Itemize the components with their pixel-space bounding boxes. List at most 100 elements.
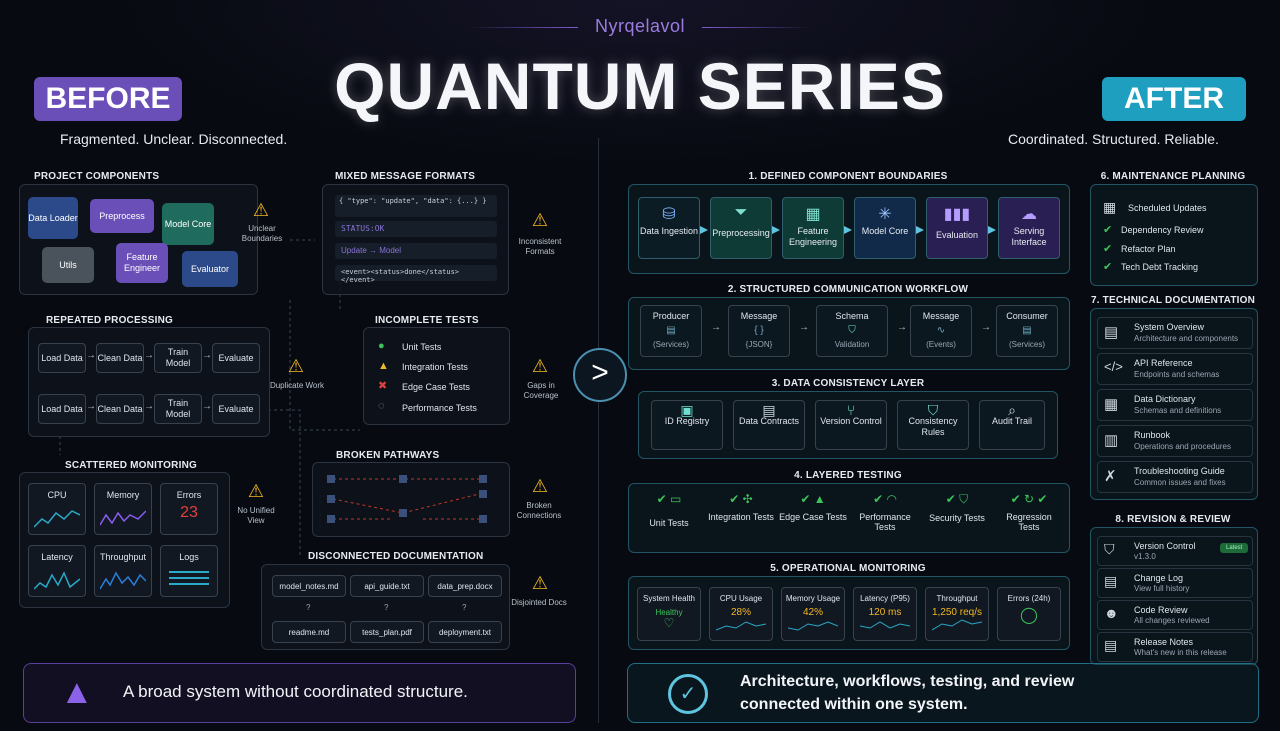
check-icon: ✔ (1103, 224, 1113, 236)
before-tag: BEFORE (34, 77, 182, 121)
tile-memory: Memory (94, 483, 152, 535)
workflow-label: Message (922, 311, 960, 321)
sparkline-icon (100, 571, 146, 590)
tests-panel: ● Unit Tests ▲ Integration Tests ✖ Edge … (363, 327, 510, 425)
piece-feature-engineer: Feature Engineer (116, 243, 168, 283)
refresh-icon: ✔ ↻ ✔ (1010, 492, 1048, 506)
review-title-text: Release Notes (1134, 637, 1194, 647)
tile-latency: Latency (28, 545, 86, 597)
component-evaluation: ▮▮▮ Evaluation (926, 197, 988, 259)
question-icon: ? (384, 603, 389, 612)
maintenance-title: 6. MAINTENANCE PLANNING (1100, 171, 1246, 182)
test-label: Security Tests (929, 513, 985, 523)
test-unit: Unit Tests (402, 342, 442, 352)
shield-check-icon: ⛉ (848, 325, 856, 336)
branch-icon: ⑂ (846, 402, 856, 418)
testing-title: 4. LAYERED TESTING (794, 470, 902, 481)
ops-label: CPU Usage (719, 594, 763, 603)
tests-title: INCOMPLETE TESTS (375, 315, 479, 326)
notes-icon: ▤ (1104, 637, 1118, 653)
warning-gaps: Gaps in Coverage (523, 381, 559, 400)
ops-label: Throughput (936, 594, 978, 603)
document-icon: ▤ (762, 402, 776, 418)
step-clean-data: Clean Data (96, 343, 144, 373)
file-tests-plan: tests_plan.pdf (350, 621, 424, 643)
next-arrow-button[interactable]: > (573, 348, 627, 402)
brand-name: Nyrqelavol (594, 16, 686, 36)
warning-icon: ⚠ (287, 356, 305, 376)
sparkline-icon (859, 621, 911, 629)
review-title-text: Change Log (1134, 573, 1184, 583)
doc-title: API Reference (1134, 358, 1193, 368)
before-footer-panel: ▲ A broad system without coordinated str… (23, 663, 576, 723)
component-label: Evaluation (935, 230, 979, 240)
mixed-formats-panel: { "type": "update", "data": {...} } STAT… (322, 184, 509, 295)
errors-value: 23 (180, 504, 198, 521)
after-footer-line1: Architecture, workflows, testing, and re… (740, 673, 1075, 690)
maint-refactor: Refactor Plan (1121, 244, 1176, 254)
workflow-label: Producer (652, 311, 690, 321)
latest-badge: Latest (1220, 543, 1249, 553)
warning-inconsistent-formats: Inconsistent Formats (518, 237, 562, 256)
consistency-panel: ▣ID Registry ▤Data Contracts ⑂Version Co… (638, 391, 1058, 459)
warning-icon: ⚠ (531, 476, 549, 496)
shield-icon: ✔ ⛉ (945, 492, 969, 506)
piece-data-loader: Data Loader (28, 197, 78, 239)
piece-evaluator: Evaluator (182, 251, 238, 287)
test-label: Regression Tests (1006, 512, 1052, 532)
tile-latency-label: Latency (41, 552, 73, 562)
step-evaluate: Evaluate (212, 343, 260, 373)
boundaries-arrows (700, 226, 996, 234)
network-icon: ✳ (878, 206, 892, 223)
component-label: Preprocessing (712, 228, 770, 238)
warning-icon: ⚠ (531, 356, 549, 376)
arrow-right-icon: → (144, 401, 154, 412)
workflow-sub: (Events) (926, 340, 956, 349)
step-evaluate-dup: Evaluate (212, 394, 260, 424)
warning-icon: ⚠ (247, 481, 265, 501)
doc-sub: Architecture and components (1134, 334, 1239, 343)
shield-icon: ⛉ (927, 402, 939, 418)
code-icon: </> (1104, 359, 1123, 374)
header-glow (0, 0, 1280, 200)
maint-dependency: Dependency Review (1121, 225, 1204, 235)
workflow-consumer: Consumer▤(Services) (996, 305, 1058, 357)
monitoring-panel: CPU Memory Errors 23 Latency Throughput … (19, 472, 230, 608)
project-components-title: PROJECT COMPONENTS (34, 171, 160, 182)
warning-icon: ▲ (378, 360, 389, 372)
sparkline-icon (715, 621, 767, 631)
test-edge-case: Edge Case Tests (402, 382, 470, 392)
ops-title: 5. OPERATIONAL MONITORING (770, 563, 926, 574)
warning-triangle-icon: ▲ (60, 673, 94, 711)
component-label: Model Core (861, 226, 909, 236)
component-data-ingestion: ⛁ Data Ingestion (638, 197, 700, 259)
testing-panel: ✔ ▭Unit Tests ✔ ✣Integration Tests ✔ ▲Ed… (628, 483, 1070, 553)
review-sub: v1.3.0 (1134, 552, 1156, 561)
check-circle-icon: ◯ (1020, 607, 1038, 624)
arrow-right-icon: → (711, 322, 721, 333)
file-deployment: deployment.txt (428, 621, 502, 643)
consistency-data-contracts: ▤Data Contracts (733, 400, 805, 450)
component-preprocessing: ⏷ Preprocessing (710, 197, 772, 259)
after-footer-line2: connected within one system. (740, 696, 968, 713)
step-load-data: Load Data (38, 343, 86, 373)
consistency-rules: ⛉Consistency Rules (897, 400, 969, 450)
workflow-label: Schema (835, 311, 869, 321)
warning-duplicate-work: Duplicate Work (269, 381, 325, 390)
component-serving-interface: ☁ Serving Interface (998, 197, 1060, 259)
doc-sub: Operations and procedures (1134, 442, 1231, 451)
test-integration: ✔ ✣Integration Tests (707, 492, 775, 522)
test-regression: ✔ ↻ ✔ Regression Tests (995, 492, 1063, 532)
tile-memory-label: Memory (106, 490, 140, 500)
